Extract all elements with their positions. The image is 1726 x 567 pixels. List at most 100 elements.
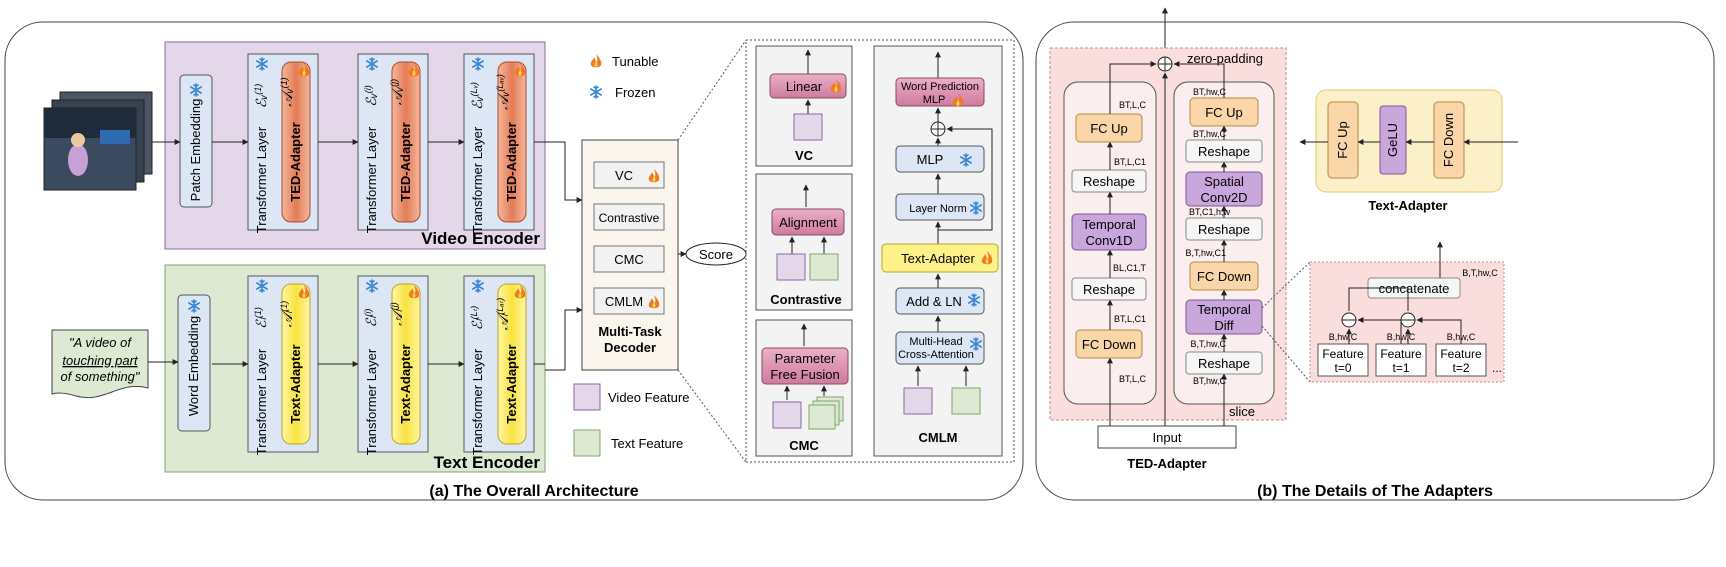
alignment-block — [771, 208, 845, 236]
panel-a-caption: (a) The Overall Architecture — [429, 483, 638, 500]
adapter-label: Text-Adapter — [398, 344, 413, 423]
contrastive-text-feature — [809, 253, 839, 281]
encoder-symbol-base: ℰₗ — [469, 318, 485, 330]
add-ln-label: Add & LN — [906, 294, 962, 309]
adapter-symbol-base: 𝒜ᵥ — [389, 86, 405, 105]
left-dim-1: BT,L,C1 — [1114, 157, 1146, 167]
encoder-symbol-base: ℰₗ — [253, 316, 269, 328]
adapter-symbol-sup: (Lₐᵥ) — [495, 74, 505, 91]
legend-frozen: Frozen — [615, 85, 655, 100]
text-adapter-block — [497, 283, 527, 445]
adapter-symbol: 𝒜ₗ(1) — [279, 301, 295, 328]
right-dim-5: BT,hw,C — [1193, 376, 1227, 386]
adapter-symbol: 𝒜ᵥ(j) — [389, 79, 405, 105]
layer-norm-block — [895, 193, 985, 221]
video-encoder-title: Video Encoder — [421, 229, 540, 248]
feature-dim: B,hw,C — [1329, 332, 1358, 342]
temporal-conv-line-2: Conv1D — [1086, 233, 1133, 248]
cmlm-title: CMLM — [919, 430, 958, 445]
transformer-layer-label: Transformer Layer — [470, 348, 485, 455]
left-dim-4: BT,L,C — [1119, 374, 1147, 384]
adapter-symbol-sup: (1) — [279, 77, 289, 88]
left-dim-2: BL,C1,T — [1113, 263, 1147, 273]
score-label: Score — [699, 247, 733, 262]
left-out-arrow — [1109, 61, 1157, 114]
transformer-layer-label: Transformer Layer — [364, 126, 379, 233]
arrow-text-to-decoder — [545, 307, 583, 371]
right-dim-4: B,T,hw,C — [1190, 339, 1226, 349]
text-input-document — [51, 329, 149, 399]
patch-embedding-label: Patch Embedding — [188, 99, 203, 202]
legend-video-feature: Video Feature — [608, 390, 689, 405]
left-dim-0: BT,L,C — [1119, 100, 1147, 110]
cmlm-text-feature — [951, 387, 981, 415]
feature-box — [1317, 343, 1369, 377]
linear-label: Linear — [786, 79, 823, 94]
video-layer-3: Transformer Layerℰᵥ(Lᵥ)𝒜ᵥ(Lₐᵥ)TED-Adapte… — [428, 53, 535, 233]
linear-block — [769, 73, 847, 99]
left-fc-down-label: FC Down — [1082, 337, 1136, 352]
adapter-symbol: 𝒜ᵥ(1) — [279, 77, 295, 106]
decoder-item-label: VC — [615, 168, 633, 183]
adapter-symbol-base: 𝒜ᵥ — [495, 91, 511, 110]
pff-label-line-2: Free Fusion — [770, 367, 839, 382]
right-dim-1: BT,hw,C — [1193, 129, 1227, 139]
temporal-conv-line-1: Temporal — [1082, 217, 1136, 232]
adapter-label: TED-Adapter — [504, 122, 519, 201]
legend-tunable: Tunable — [612, 54, 659, 69]
temporal-diff-line-1: Temporal — [1197, 302, 1251, 317]
text-adapter-label: Text-Adapter — [1368, 198, 1447, 213]
adapter-label: TED-Adapter — [288, 122, 303, 201]
decoder-item-box — [593, 203, 665, 231]
cmc-video-feature — [772, 401, 802, 429]
encoder-symbol-sup: (Lₜ) — [469, 306, 479, 320]
decoder-title-line-2: Decoder — [604, 340, 656, 355]
left-fc-up — [1075, 113, 1143, 143]
transformer-layer-label: Transformer Layer — [254, 348, 269, 455]
cmlm-mlp-label: MLP — [917, 152, 944, 167]
diff-to-concat — [1348, 287, 1368, 311]
concatenate-label: concatenate — [1379, 281, 1450, 296]
word-embedding-label: Word Embedding — [186, 316, 201, 416]
right-out-arrow — [1173, 61, 1225, 98]
cmlm-text-adapter-block — [881, 243, 999, 273]
left-reshape-2-label: Reshape — [1083, 282, 1135, 297]
encoder-symbol: ℰᵥ(1) — [253, 84, 269, 108]
left-temporal-conv — [1071, 213, 1147, 251]
left-reshape-1-label: Reshape — [1083, 174, 1135, 189]
cross-attention-line-1: Multi-Head — [909, 336, 962, 348]
vc-video-feature — [793, 113, 823, 141]
encoder-symbol-base: ℰᵥ — [469, 95, 485, 109]
decoder-item-label: CMC — [614, 252, 644, 267]
adapter-label: Text-Adapter — [504, 344, 519, 423]
right-fc-down-label: FC Down — [1197, 269, 1251, 284]
right-fc-up-label: FC Up — [1205, 105, 1243, 120]
encoder-symbol-sup: (i) — [363, 85, 373, 93]
video-frames-image — [43, 91, 153, 191]
adapter-symbol-sup: (Lₐₜ) — [495, 298, 505, 315]
text-adapter-fc-up-label: FC Up — [1335, 121, 1350, 159]
adapter-symbol-sup: (j) — [389, 302, 399, 310]
adapter-label: Text-Adapter — [288, 344, 303, 423]
legend-text-feature-swatch — [573, 429, 601, 457]
legend-video-feature-swatch — [573, 383, 601, 411]
left-reshape-2 — [1071, 277, 1147, 301]
left-dim-3: BT,L,C1 — [1114, 314, 1146, 324]
decoder-item-box — [593, 161, 665, 189]
right-reshape-1-label: Reshape — [1198, 144, 1250, 159]
encoder-symbol-base: ℰₗ — [363, 315, 379, 327]
feature-label: Feature — [1440, 347, 1482, 361]
encoder-symbol: ℰᵥ(Lᵥ) — [469, 82, 485, 110]
task-heads-zoom-box — [745, 39, 1015, 463]
zero-padding-label: zero-padding — [1187, 51, 1263, 66]
text-encoder-title: Text Encoder — [434, 453, 541, 472]
text-input-line-1: "A video of — [69, 335, 132, 350]
adapter-symbol-base: 𝒜ₗ — [279, 310, 295, 327]
diff-zoom-line-top — [1261, 261, 1311, 309]
ted-input-label: Input — [1153, 430, 1182, 445]
left-fc-down — [1075, 329, 1143, 359]
right-dim-0: BT,hw,C — [1193, 87, 1227, 97]
feature-time: t=1 — [1392, 361, 1409, 375]
zoom-line-top — [677, 39, 747, 141]
